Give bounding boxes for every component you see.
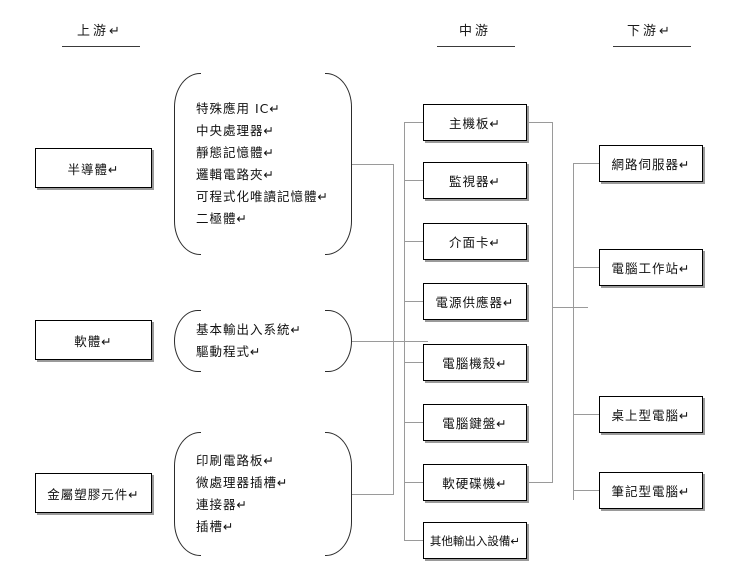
list-item: 插槽↵ — [196, 519, 235, 534]
bracket-metal-plastic-items: 印刷電路板↵ 微處理器插槽↵ 連接器↵ 插槽↵ — [174, 432, 352, 556]
connector-midstream-collector-spine — [552, 122, 553, 482]
node-power-supply[interactable]: 電源供應器↵ — [423, 283, 527, 320]
node-computer-case[interactable]: 電腦機殼↵ — [423, 344, 527, 381]
connector-midstream-spine — [404, 122, 405, 540]
connector-upstream-trunk — [393, 341, 428, 342]
connector-downstream-stub-workstation — [573, 267, 600, 268]
connector-midstream-to-downstream-trunk — [552, 307, 588, 308]
list-item: 印刷電路板↵ — [196, 453, 275, 468]
node-notebook[interactable]: 筆記型電腦↵ — [599, 472, 703, 509]
connector-downstream-spine — [573, 163, 574, 500]
list-item: 可程式化唯讀記憶體↵ — [196, 189, 329, 204]
connector-midstream-stub-disk-drive — [404, 482, 424, 483]
column-header-downstream: 下游↵ — [627, 24, 673, 39]
column-rule-downstream — [613, 46, 691, 47]
list-item: 驅動程式↵ — [196, 344, 262, 359]
node-network-server[interactable]: 網路伺服器↵ — [599, 145, 703, 182]
node-other-io[interactable]: 其他輸出入設備↵ — [423, 522, 527, 559]
connector-midstream-stub-other-io — [404, 540, 424, 541]
bracket-item-list: 特殊應用 IC↵ 中央處理器↵ 靜態記憶體↵ 邏輯電路夾↵ 可程式化唯讀記憶體↵… — [196, 73, 330, 255]
node-desktop-computer[interactable]: 桌上型電腦↵ — [599, 396, 703, 433]
column-rule-upstream — [62, 46, 140, 47]
node-interface-card[interactable]: 介面卡↵ — [423, 223, 527, 260]
node-keyboard[interactable]: 電腦鍵盤↵ — [423, 404, 527, 441]
connector-metal-plastic-out — [352, 494, 394, 495]
connector-midstream-stub-motherboard — [404, 122, 424, 123]
node-motherboard[interactable]: 主機板↵ — [423, 104, 527, 141]
column-header-midstream: 中游 — [458, 24, 491, 39]
node-semiconductor[interactable]: 半導體↵ — [35, 148, 152, 188]
node-software[interactable]: 軟體↵ — [35, 320, 152, 360]
connector-downstream-stub-network-server — [573, 163, 600, 164]
column-rule-midstream — [437, 46, 515, 47]
connector-midstream-stub-interface-card — [404, 241, 424, 242]
bracket-semiconductor-items: 特殊應用 IC↵ 中央處理器↵ 靜態記憶體↵ 邏輯電路夾↵ 可程式化唯讀記憶體↵… — [174, 73, 352, 255]
connector-semiconductor-out — [352, 164, 394, 165]
list-item: 二極體↵ — [196, 211, 248, 226]
list-item: 基本輸出入系統↵ — [196, 322, 302, 337]
connector-motherboard-out — [527, 122, 553, 123]
connector-downstream-stub-notebook — [573, 490, 600, 491]
list-item: 連接器↵ — [196, 497, 248, 512]
connector-downstream-stub-desktop — [573, 414, 600, 415]
connector-midstream-stub-monitor — [404, 180, 424, 181]
connector-software-out — [352, 341, 394, 342]
connector-midstream-stub-power-supply — [404, 301, 424, 302]
bracket-software-items: 基本輸出入系統↵ 驅動程式↵ — [174, 310, 352, 372]
bracket-item-list: 基本輸出入系統↵ 驅動程式↵ — [196, 310, 330, 372]
node-workstation[interactable]: 電腦工作站↵ — [599, 249, 703, 286]
node-monitor[interactable]: 監視器↵ — [423, 162, 527, 199]
connector-upstream-spine — [393, 164, 394, 495]
list-item: 特殊應用 IC↵ — [196, 101, 281, 116]
column-header-upstream: 上游↵ — [77, 24, 123, 39]
list-item: 微處理器插槽↵ — [196, 475, 289, 490]
list-item: 中央處理器↵ — [196, 123, 275, 138]
node-metal-plastic-parts[interactable]: 金屬塑膠元件↵ — [35, 473, 152, 513]
list-item: 邏輯電路夾↵ — [196, 167, 275, 182]
connector-midstream-stub-computer-case — [404, 362, 424, 363]
connector-midstream-stub-keyboard — [404, 422, 424, 423]
node-disk-drive[interactable]: 軟硬碟機↵ — [423, 464, 527, 501]
connector-disk-drive-out — [527, 482, 553, 483]
bracket-item-list: 印刷電路板↵ 微處理器插槽↵ 連接器↵ 插槽↵ — [196, 432, 330, 556]
list-item: 靜態記憶體↵ — [196, 145, 275, 160]
